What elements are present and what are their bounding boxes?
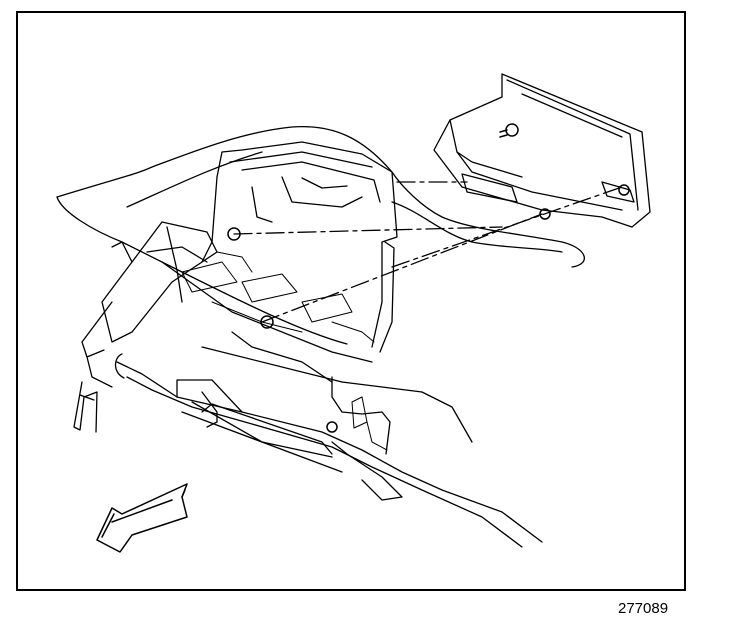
air-distribution-duct <box>433 73 651 228</box>
dashboard-assembly-illustration <box>56 73 651 553</box>
mounting-bracket <box>201 141 398 353</box>
figure-id-number: 277089 <box>618 600 669 617</box>
cross-car-beam <box>114 261 543 548</box>
illustration-frame <box>16 11 686 591</box>
fasteners <box>227 123 630 433</box>
bracket-details <box>181 251 388 451</box>
alignment-lines <box>233 181 623 323</box>
forward-arrow-icon <box>96 483 188 553</box>
screw-3 <box>539 208 551 220</box>
screw-1 <box>505 123 519 137</box>
instrument-panel-upper-pad <box>56 125 585 345</box>
screw-2 <box>618 184 630 196</box>
screw-6 <box>326 421 338 433</box>
